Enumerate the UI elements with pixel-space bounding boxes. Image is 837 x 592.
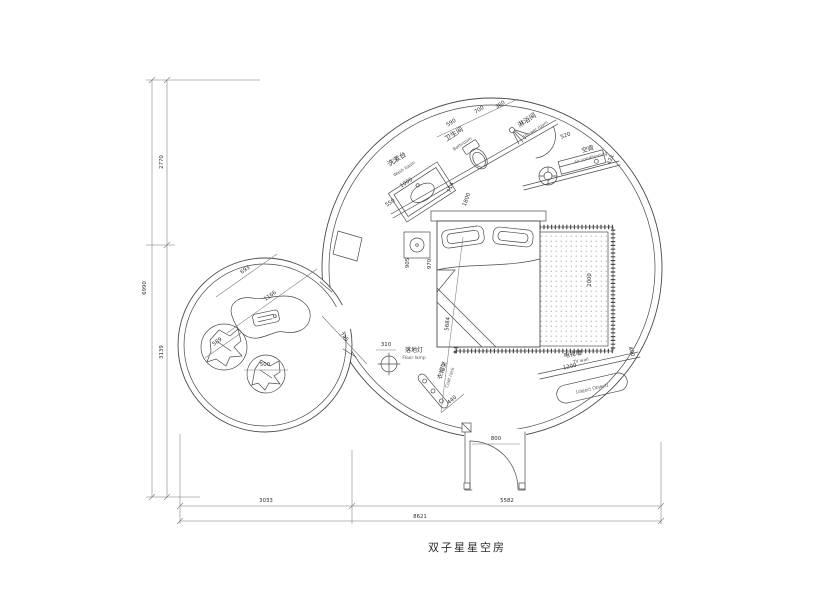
small-room-outer-wall — [177, 257, 353, 433]
door-hinge — [518, 482, 526, 490]
beanbag-chair-large — [200, 323, 248, 371]
coat-rack-dim-line — [440, 393, 465, 414]
wall-niche — [332, 230, 363, 262]
dim-bed-c: 1800 — [462, 192, 473, 207]
dim-bed-b: 970 — [427, 258, 433, 269]
entry-vestibule — [461, 422, 526, 491]
tv-wall-label-en: TV wall — [572, 357, 590, 366]
dim-bath-chain-a: 590 — [446, 118, 458, 129]
blanket-edge — [436, 258, 541, 271]
dim-washbasin-a: 550 — [385, 198, 397, 209]
beanbag-chair-small — [246, 354, 286, 394]
floor-lamp-label-en: Floor lamp — [402, 355, 426, 361]
dim-tv-cabinet-d: 400 — [627, 346, 636, 358]
nightstand — [403, 231, 431, 259]
dim-shower: 520 — [560, 131, 572, 140]
door-hinge — [463, 482, 471, 490]
dim-height-lower: 3139 — [159, 345, 165, 359]
toilet — [462, 139, 488, 170]
faucet-icon — [415, 183, 420, 188]
dim-small-room-a: 693 — [239, 265, 251, 276]
blanket-fold — [436, 269, 456, 293]
dim-coat-rack: 440 — [446, 394, 458, 406]
shower-spray-icon — [509, 125, 556, 159]
dim-toilet: 714 — [446, 181, 455, 193]
passage-opening — [302, 302, 374, 338]
headboard — [430, 210, 547, 222]
dim-beanbag-small: 500 — [260, 362, 271, 368]
coat-rack-icon — [417, 373, 449, 409]
dim-overall-width: 8621 — [413, 514, 427, 520]
dim-overall-height: 6990 — [142, 281, 148, 295]
round-stool — [538, 166, 558, 186]
drawing-title: 双子星星空房 — [428, 540, 506, 554]
ac-label-cn: 空调 — [581, 144, 595, 155]
pillow — [492, 226, 534, 248]
floor-lamp-label-cn: 落地灯 — [405, 346, 423, 354]
bottom-dimension-lines — [176, 434, 665, 525]
bed — [430, 210, 547, 348]
passage-wall-upper — [319, 281, 333, 293]
dim-rug: 2000 — [587, 273, 593, 287]
dim-passage: 745 — [338, 332, 349, 344]
dim-door: 800 — [491, 436, 502, 442]
small-room-inner-wall — [183, 263, 347, 427]
dim-width-right: 5582 — [500, 498, 514, 504]
ac-partition-wall — [522, 160, 621, 191]
dim-bath-chain-b: 700 — [474, 105, 486, 116]
dim-beanbag-large: 589 — [211, 336, 223, 347]
dim-height-upper: 2770 — [159, 155, 165, 169]
shower-floor-arc — [535, 125, 556, 159]
floor-lamp-icon — [376, 349, 401, 376]
dim-tv-cabinet-w: 1200 — [562, 362, 577, 371]
ac-unit — [557, 149, 607, 175]
dim-ac: 421 — [606, 154, 615, 166]
left-dimension-lines — [146, 76, 260, 501]
passage-wall-lower — [342, 348, 357, 358]
tv-wall-label-cn: 电视墙 — [563, 349, 582, 360]
washbasin-counter — [387, 161, 457, 223]
dim-diagonal: 5684 — [444, 316, 451, 331]
dim-width-left: 3033 — [259, 498, 273, 504]
interior-dimension-lines — [204, 98, 519, 413]
door-swing-arc — [469, 440, 519, 490]
dim-bed-a: 905 — [405, 258, 411, 268]
tv-wall — [537, 351, 641, 380]
dim-bath-chain-c: 360 — [495, 100, 507, 111]
dim-floor-lamp: 310 — [381, 342, 392, 348]
spa-table — [230, 295, 311, 339]
